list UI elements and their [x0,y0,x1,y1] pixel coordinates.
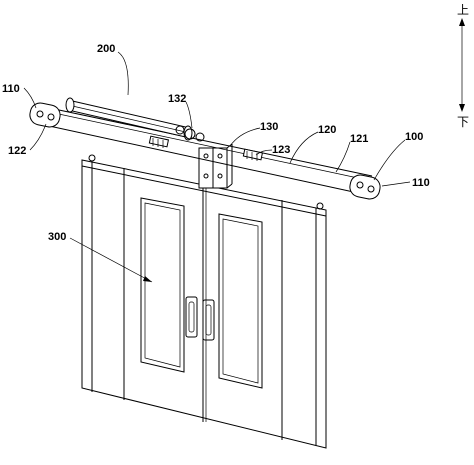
tensioner-left [148,135,170,148]
label-120: 120 [318,124,336,136]
reference-labels: 200 110 122 132 130 123 120 121 100 110 … [2,43,430,243]
label-110-right: 110 [412,177,430,189]
label-121: 121 [350,133,368,145]
label-122: 122 [8,145,26,157]
up-arrow-icon [459,18,465,26]
drive-unit [65,97,205,142]
up-label: 上 [457,3,469,17]
label-132: 132 [168,93,186,105]
tensioner-right [242,148,264,161]
belt-upper-strand [39,105,373,177]
direction-indicator: 上 下 [457,3,469,129]
pulley-right [349,174,381,200]
label-123: 123 [272,144,290,156]
label-110-left: 110 [2,83,20,95]
right-leaf-window [218,213,263,389]
door-assembly [81,154,327,449]
belt-lower-strand [39,123,373,197]
clamp-wheel [184,128,196,140]
right-handle [202,299,215,341]
left-handle [185,296,198,338]
bracket-assembly [198,143,233,189]
label-100: 100 [405,131,423,143]
label-200: 200 [97,43,115,55]
down-arrow-icon [459,104,465,112]
door-frame [81,159,327,449]
label-300: 300 [48,231,66,243]
pulley-left [29,102,61,128]
belt-assembly [29,102,381,200]
down-label: 下 [457,115,469,129]
leader-lines [23,51,411,283]
left-leaf-window [140,197,185,373]
label-130: 130 [260,121,278,133]
